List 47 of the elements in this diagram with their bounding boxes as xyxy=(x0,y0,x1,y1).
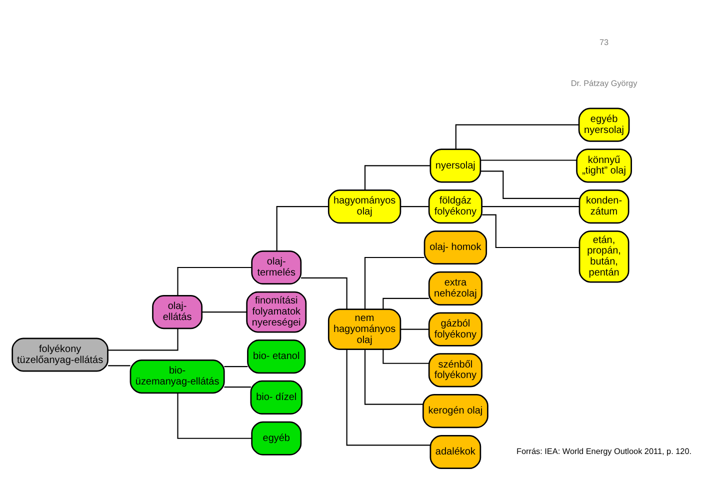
label: Dr. Pátzay György xyxy=(570,78,638,88)
connector xyxy=(364,164,430,190)
connector xyxy=(480,170,580,198)
connector xyxy=(480,159,577,160)
connector xyxy=(202,310,247,312)
node-box: bio- dízel xyxy=(250,380,303,414)
node-box: finomítási folyamatok nyereségei xyxy=(246,290,307,332)
connector xyxy=(455,124,579,149)
node-box: etán, propán, bután, pentán xyxy=(578,230,630,282)
node-box: bio- etanol xyxy=(247,339,306,374)
node-box: nem hagyományos olaj xyxy=(328,308,402,350)
label: 73 xyxy=(599,37,609,46)
node-box: egyéb xyxy=(251,420,302,455)
node-box: extra nehézolaj xyxy=(428,270,482,305)
connector xyxy=(400,206,430,207)
connector xyxy=(224,366,248,367)
connector xyxy=(177,266,252,295)
node-box: szénből folyékony xyxy=(428,352,482,387)
node-box: olaj- homok xyxy=(424,230,488,264)
connector xyxy=(364,348,424,404)
node-box: konden- zátum xyxy=(578,189,630,224)
node-box: kerogén olaj xyxy=(422,394,488,428)
node-box: könnyű „tight” olaj xyxy=(576,148,632,182)
node-box: földgáz folyékony xyxy=(428,189,482,224)
connector xyxy=(346,349,430,446)
connector xyxy=(108,328,178,350)
connector xyxy=(276,206,329,250)
node-box: olaj- ellátás xyxy=(152,294,203,329)
node-box: folyékony tüzelőanyag-ellátás xyxy=(12,337,108,372)
connector xyxy=(400,328,430,330)
node-box: egyéb nyersolaj xyxy=(578,107,630,142)
connector xyxy=(177,392,252,438)
connector xyxy=(382,349,429,364)
node-box: bio- üzemanyag-ellátás xyxy=(130,359,225,394)
connector xyxy=(382,297,429,309)
connector xyxy=(224,386,251,388)
connector xyxy=(108,364,130,366)
node-box: nyersolaj xyxy=(430,148,482,182)
connector xyxy=(482,206,580,207)
node-box: olaj- termelés xyxy=(251,250,302,284)
connector xyxy=(364,256,424,309)
connector xyxy=(482,214,580,248)
node-box: hagyományos olaj xyxy=(328,189,402,224)
label: Forrás: IEA: World Energy Outlook 2011, p. 120. xyxy=(516,446,692,456)
connector xyxy=(301,276,348,309)
node-box: adalékok xyxy=(430,434,482,469)
node-box: gázból folyékony xyxy=(428,312,482,346)
